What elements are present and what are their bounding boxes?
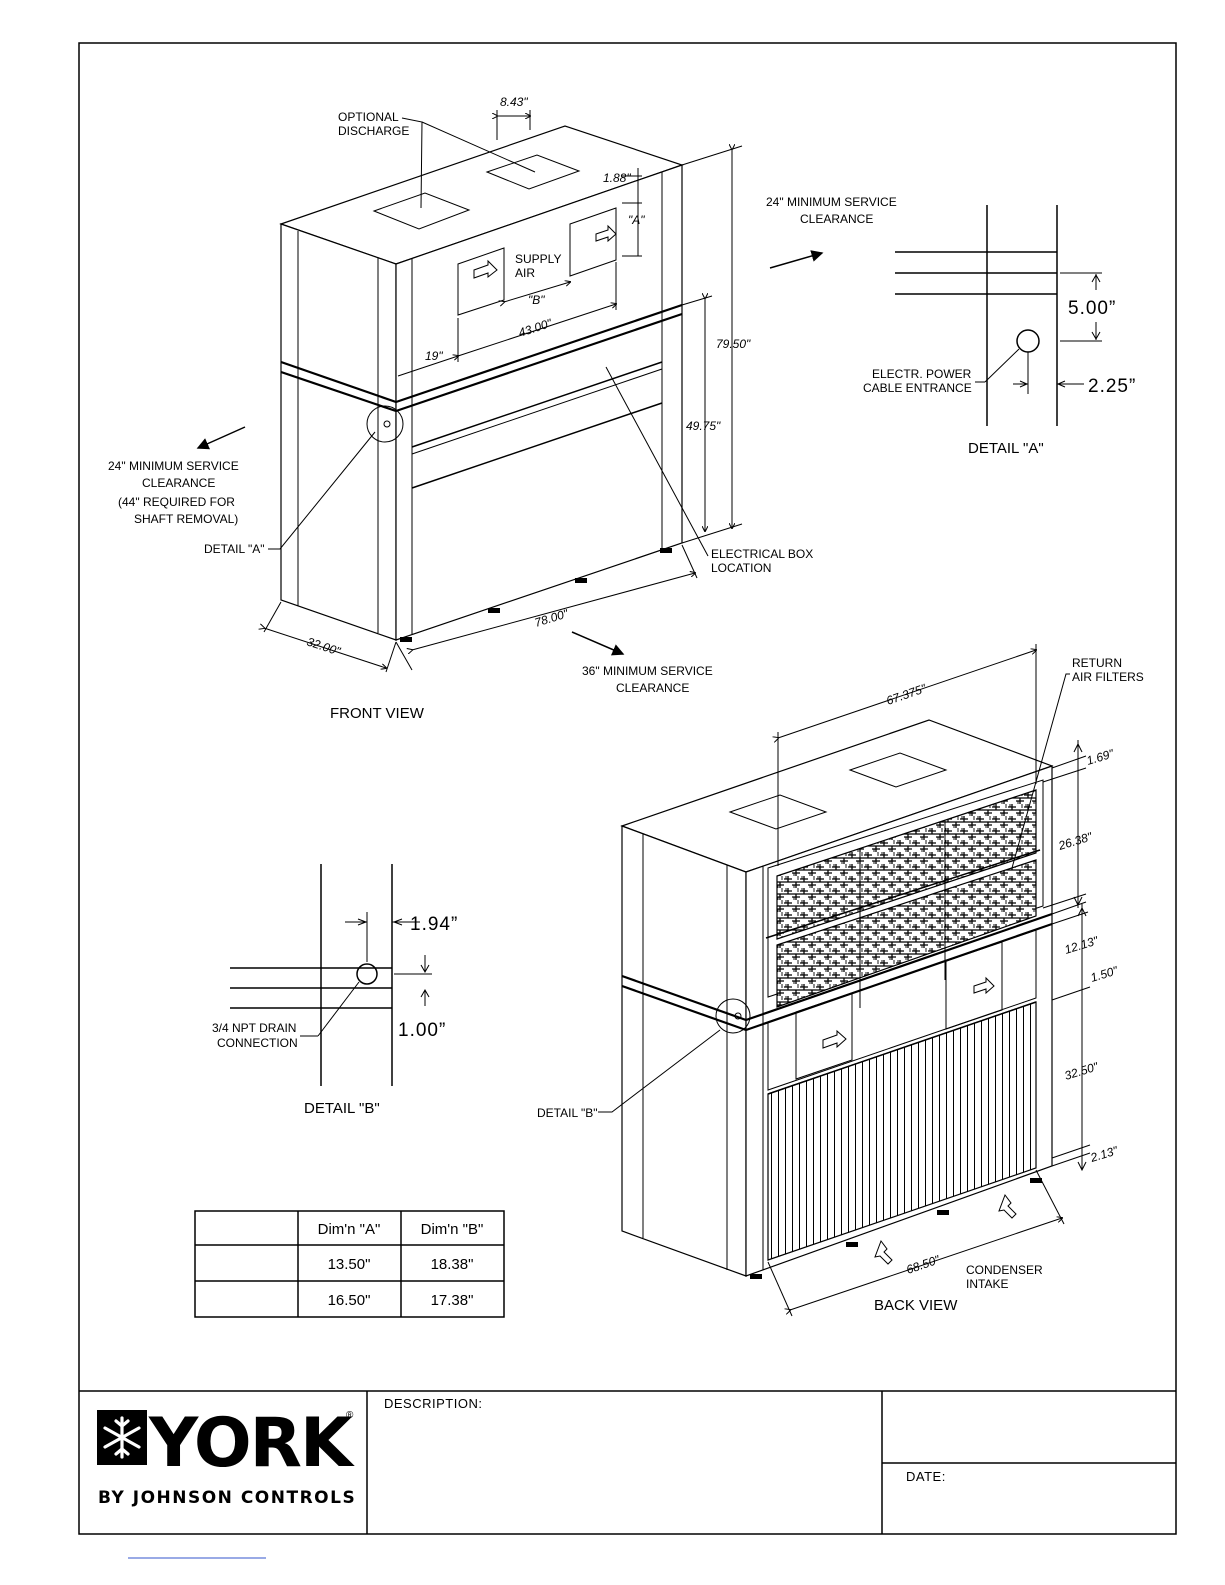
detail-a-dim-vertical: 5.00”	[1068, 298, 1116, 319]
registered-mark: ®	[346, 1410, 354, 1421]
back-view-title: BACK VIEW	[874, 1297, 958, 1314]
detail-b-label-2: CONNECTION	[217, 1036, 298, 1050]
dim-49-75: 49.75"	[686, 419, 721, 433]
description-label: DESCRIPTION:	[384, 1396, 482, 1411]
condenser-intake-label-2: INTAKE	[966, 1277, 1008, 1291]
clearance-left-label-3: (44" REQUIRED FOR	[118, 495, 235, 509]
detail-b-title: DETAIL "B"	[304, 1100, 380, 1117]
detail-b-label: 3/4 NPT DRAIN	[212, 1021, 296, 1035]
optional-discharge-label: OPTIONAL	[338, 110, 399, 124]
title-block	[79, 1390, 1176, 1534]
supply-air-label: SUPPLY	[515, 252, 561, 266]
detail-a-label-2: CABLE ENTRANCE	[863, 381, 972, 395]
dim-2-13: 2.13"	[1088, 1143, 1120, 1165]
detail-a-reference: DETAIL "A"	[204, 542, 265, 556]
table-cell: 16.50"	[328, 1292, 371, 1309]
clearance-left-label: 24" MINIMUM SERVICE	[108, 459, 239, 473]
clearance-left-label-2: CLEARANCE	[142, 476, 215, 490]
clearance-right-label: 24" MINIMUM SERVICE	[766, 195, 897, 209]
back-view-drawing	[598, 644, 1091, 1317]
clearance-front-label: 36" MINIMUM SERVICE	[582, 664, 713, 678]
clearance-right-label-2: CLEARANCE	[800, 212, 873, 226]
dimension-table	[194, 1210, 505, 1318]
dim-67-375: 67.375"	[884, 681, 928, 708]
clearance-front-label-2: CLEARANCE	[616, 681, 689, 695]
detail-a-label: ELECTR. POWER	[872, 367, 972, 381]
detail-b-drawing	[230, 864, 432, 1086]
electrical-box-label: ELECTRICAL BOX	[711, 547, 813, 561]
dim-26-38: 26.38"	[1056, 829, 1095, 853]
date-label: DATE:	[906, 1469, 946, 1484]
sheet-border	[78, 42, 1177, 1535]
return-filters-label: RETURN	[1072, 656, 1122, 670]
table-cell: 18.38"	[431, 1256, 474, 1273]
detail-a-drawing	[895, 205, 1102, 426]
dim-1-50: 1.50"	[1089, 963, 1120, 985]
front-view-title: FRONT VIEW	[330, 705, 425, 722]
detail-b-dim-horizontal: 1.94”	[410, 914, 458, 935]
front-view-drawing	[196, 110, 824, 673]
dim-1-88: 1.88"	[603, 171, 631, 185]
dim-8-43: 8.43"	[500, 95, 528, 109]
table-header-dim-a: Dim'n "A"	[318, 1221, 381, 1238]
detail-a-dim-horizontal: 2.25”	[1088, 376, 1136, 397]
dim-32-00: 32.00"	[305, 635, 343, 659]
table-cell: 17.38"	[431, 1292, 474, 1309]
snowflake-logo-icon	[97, 1410, 147, 1465]
electrical-box-label-2: LOCATION	[711, 561, 771, 575]
supply-air-label-2: AIR	[515, 266, 535, 280]
dim-68-50: 68.50"	[904, 1252, 942, 1277]
dim-1-69: 1.69"	[1085, 746, 1116, 768]
table-header-dim-b: Dim'n "B"	[421, 1221, 484, 1238]
clearance-left-label-4: SHAFT REMOVAL)	[134, 512, 238, 526]
return-filters-label-2: AIR FILTERS	[1072, 670, 1144, 684]
dim-b: "B"	[528, 293, 545, 307]
york-logo-text: YORK	[148, 1404, 355, 1483]
johnson-controls-tagline: BY JOHNSON CONTROLS	[98, 1488, 356, 1508]
dim-a: "A"	[628, 213, 645, 227]
optional-discharge-label-2: DISCHARGE	[338, 124, 409, 138]
dim-79-50: 79.50"	[716, 337, 751, 351]
detail-a-title: DETAIL "A"	[968, 440, 1044, 457]
table-cell: 13.50"	[328, 1256, 371, 1273]
condenser-intake-label: CONDENSER	[966, 1263, 1043, 1277]
detail-b-dim-vertical: 1.00”	[398, 1020, 446, 1041]
detail-b-reference: DETAIL "B"	[537, 1106, 598, 1120]
dim-19: 19"	[425, 349, 443, 363]
dim-78-00: 78.00"	[533, 606, 571, 630]
